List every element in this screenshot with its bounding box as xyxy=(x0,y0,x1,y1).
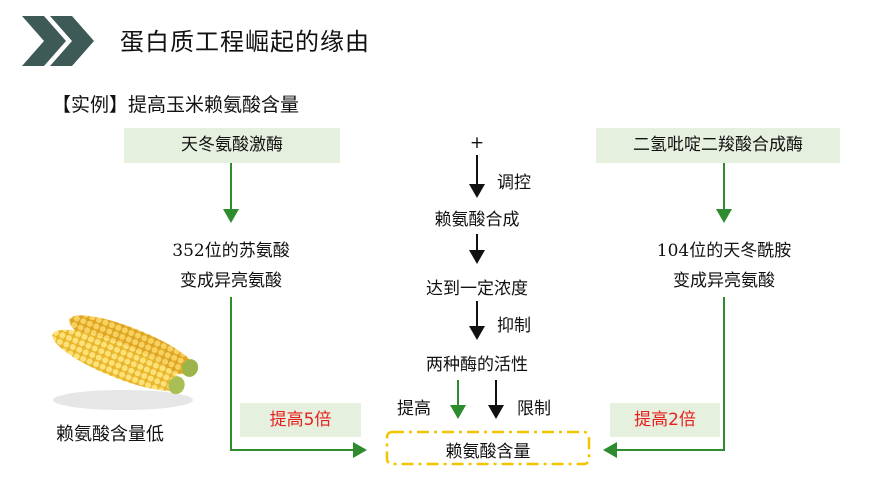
left-mutation-line1: 352位的苏氨酸 xyxy=(172,241,290,261)
right-increase-label: 提高2倍 xyxy=(634,410,696,430)
corn-image xyxy=(52,315,198,410)
limit-label: 限制 xyxy=(517,399,551,419)
left-increase-box: 提高5倍 xyxy=(240,403,361,437)
inhibit-label: 抑制 xyxy=(497,316,531,336)
raise-label: 提高 xyxy=(397,399,431,419)
chevron-logo-icon xyxy=(22,16,94,66)
right-arrow-2 xyxy=(603,297,725,458)
left-enzyme-label: 天冬氨酸激酶 xyxy=(181,135,283,155)
right-enzyme-box: 二氢吡啶二羧酸合成酶 xyxy=(596,128,840,163)
lys-synthesis: 赖氨酸合成 xyxy=(434,210,520,230)
left-enzyme-box: 天冬氨酸激酶 xyxy=(124,128,340,163)
right-enzyme-label: 二氢吡啶二羧酸合成酶 xyxy=(633,135,803,155)
right-mutation-line1: 104位的天冬酰胺 xyxy=(656,241,792,261)
regulate-label: 调控 xyxy=(497,173,531,193)
two-enzymes-activity: 两种酶的活性 xyxy=(426,355,528,375)
left-arrow-2 xyxy=(230,297,367,458)
corn-caption: 赖氨酸含量低 xyxy=(56,424,164,445)
right-mutation-line2: 变成异亮氨酸 xyxy=(673,271,775,291)
reach-concentration: 达到一定浓度 xyxy=(426,279,528,299)
example-label: 【实例】提高玉米赖氨酸含量 xyxy=(52,94,300,116)
left-increase-label: 提高5倍 xyxy=(269,410,332,430)
lys-content: 赖氨酸含量 xyxy=(445,442,531,462)
left-mutation-line2: 变成异亮氨酸 xyxy=(180,271,282,291)
target-dashed-box xyxy=(385,430,591,466)
right-increase-box: 提高2倍 xyxy=(610,403,720,437)
page-title: 蛋白质工程崛起的缘由 xyxy=(120,28,370,56)
plus-sign: + xyxy=(469,133,485,153)
